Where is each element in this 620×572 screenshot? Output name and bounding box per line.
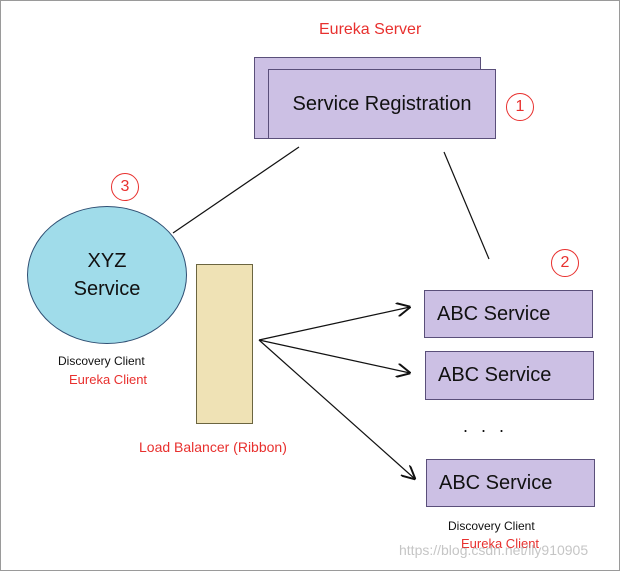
abc-service-node-3: ABC Service	[426, 459, 595, 507]
abc-discovery-client-label: Discovery Client	[448, 519, 535, 533]
xyz-eureka-client-label: Eureka Client	[69, 372, 148, 387]
xyz-service-label-line2: Service	[73, 278, 141, 300]
load-balancer-label: Load Balancer (Ribbon)	[139, 439, 287, 455]
lb-to-abc-2-arrow	[258, 339, 410, 373]
step-badge-1: 1	[506, 93, 534, 121]
lb-to-abc-1-arrow	[258, 307, 410, 341]
abc-service-label: ABC Service	[439, 471, 553, 494]
xyz-to-registry-line	[172, 146, 300, 234]
step-badge-3: 3	[111, 173, 139, 201]
lb-to-abc-3-arrow	[258, 339, 415, 479]
abc-service-label: ABC Service	[437, 302, 551, 325]
eureka-server-title: Eureka Server	[319, 21, 422, 38]
abc-service-node-2: ABC Service	[425, 351, 594, 400]
abc-service-label: ABC Service	[438, 364, 552, 386]
abc-service-node-1: ABC Service	[424, 290, 593, 338]
service-registration-box: Service Registration	[268, 69, 496, 139]
step-badge-2: 2	[551, 249, 579, 277]
abc-eureka-client-label: Eureka Client	[461, 536, 540, 551]
service-registration-label: Service Registration	[292, 92, 472, 115]
load-balancer-node	[196, 264, 253, 424]
xyz-discovery-client-label: Discovery Client	[58, 354, 145, 368]
xyz-service-label-line1: XYZ	[87, 250, 127, 272]
registry-to-abc-line	[443, 151, 490, 260]
xyz-service-node: XYZ Service	[27, 206, 187, 344]
watermark-text: https://blog.csdn.net/lly910905	[399, 542, 589, 558]
more-services-ellipsis: . . .	[463, 416, 509, 436]
